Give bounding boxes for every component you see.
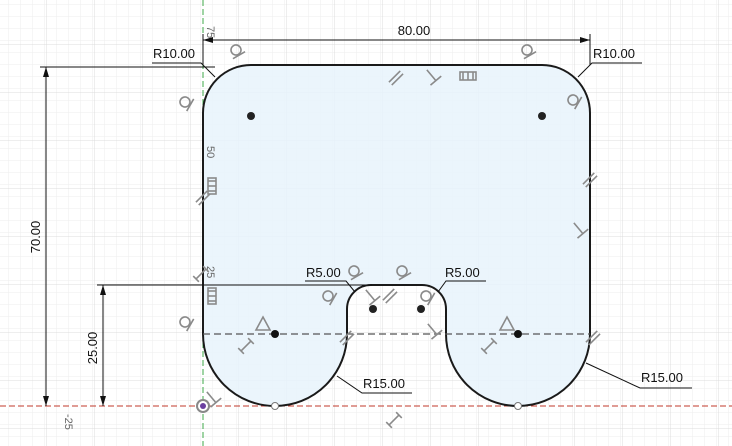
- dimension-radius-slot-right[interactable]: R5.00: [437, 265, 486, 293]
- horizontal-icon[interactable]: [237, 337, 255, 355]
- tangent-icon[interactable]: [345, 263, 364, 281]
- constraint-glyphs: [177, 42, 601, 429]
- perpendicular-icon[interactable]: [422, 319, 443, 340]
- parallel-icon[interactable]: [582, 172, 598, 188]
- perpendicular-icon[interactable]: [360, 285, 381, 306]
- center-point[interactable]: [514, 330, 522, 338]
- tangent-icon[interactable]: [320, 287, 338, 306]
- dimension-radius-top-right[interactable]: R10.00: [577, 46, 642, 78]
- equal-icon[interactable]: [498, 315, 516, 331]
- dimension-radius-bottom-left[interactable]: R15.00: [336, 375, 412, 394]
- center-point[interactable]: [271, 330, 279, 338]
- perpendicular-icon[interactable]: [201, 387, 222, 408]
- center-point[interactable]: [538, 112, 546, 120]
- parallel-icon[interactable]: [195, 190, 211, 206]
- perpendicular-icon[interactable]: [568, 218, 589, 239]
- dimension-slot-height[interactable]: 25.00: [85, 284, 372, 406]
- dimension-radius-bottom-right-label[interactable]: R15.00: [641, 370, 683, 385]
- dimension-radius-top-left-label[interactable]: R10.00: [153, 46, 195, 61]
- dimension-radius-slot-right-label[interactable]: R5.00: [445, 265, 480, 280]
- parallel-icon[interactable]: [339, 330, 355, 346]
- parallel-icon[interactable]: [585, 330, 601, 346]
- sketch-point[interactable]: [514, 402, 522, 410]
- fix-icon[interactable]: [207, 287, 217, 305]
- origin-point-center: [200, 403, 206, 409]
- dimension-radius-slot-left-label[interactable]: R5.00: [306, 265, 341, 280]
- equal-icon[interactable]: [254, 315, 272, 331]
- dimension-radius-slot-left[interactable]: R5.00: [305, 265, 356, 293]
- center-point[interactable]: [417, 305, 425, 313]
- tangent-icon[interactable]: [418, 287, 436, 306]
- sketch-profile[interactable]: [202, 64, 591, 407]
- parallel-icon[interactable]: [388, 70, 404, 86]
- tangent-icon[interactable]: [177, 313, 195, 332]
- center-point[interactable]: [247, 112, 255, 120]
- dimension-radius-top-left[interactable]: R10.00: [152, 46, 216, 78]
- tangent-icon[interactable]: [518, 42, 537, 60]
- tangent-icon[interactable]: [227, 42, 246, 60]
- parallel-icon[interactable]: [382, 288, 398, 304]
- dimension-radius-bottom-right[interactable]: R15.00: [585, 362, 692, 389]
- dimension-overall-height[interactable]: 70.00: [28, 66, 215, 406]
- ruler-tick-label: 50: [204, 146, 216, 158]
- ruler-tick-label: -25: [62, 414, 74, 430]
- dimension-radius-bottom-left-label[interactable]: R15.00: [363, 376, 405, 391]
- perpendicular-icon[interactable]: [421, 65, 442, 86]
- dimension-overall-width[interactable]: 80.00: [202, 23, 591, 65]
- ruler-tick-label: 75: [204, 26, 216, 38]
- sketch-point[interactable]: [271, 402, 279, 410]
- horizontal-icon[interactable]: [480, 337, 498, 355]
- fix-icon[interactable]: [459, 71, 477, 81]
- vertical-icon[interactable]: [192, 265, 210, 283]
- fix-icon[interactable]: [207, 177, 217, 195]
- tangent-icon[interactable]: [177, 93, 195, 112]
- tangent-icon[interactable]: [565, 91, 583, 110]
- horizontal-icon[interactable]: [385, 411, 403, 429]
- dimension-radius-top-right-label[interactable]: R10.00: [593, 46, 635, 61]
- dimension-overall-height-label[interactable]: 70.00: [28, 221, 43, 254]
- tangent-icon[interactable]: [393, 263, 412, 281]
- dimension-slot-height-label[interactable]: 25.00: [85, 332, 100, 365]
- center-point[interactable]: [369, 305, 377, 313]
- dimension-overall-width-label[interactable]: 80.00: [398, 23, 431, 38]
